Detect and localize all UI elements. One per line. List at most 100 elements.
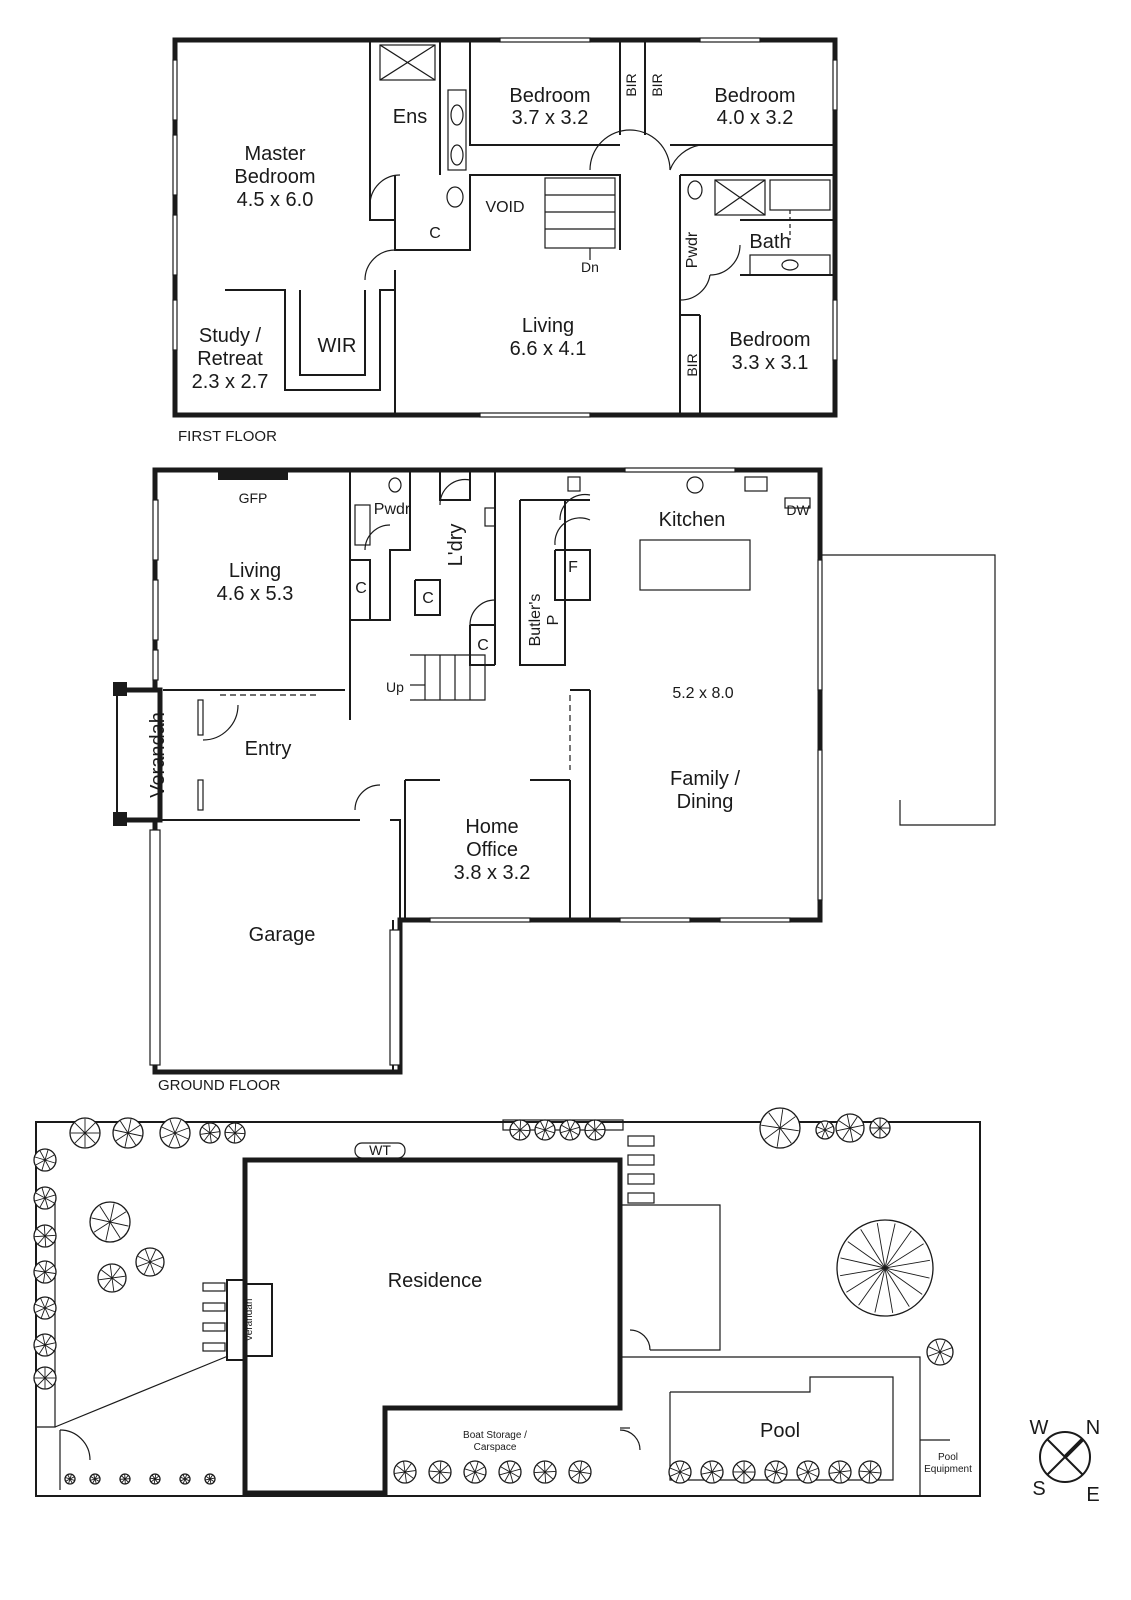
tree-icon [64, 1473, 76, 1485]
first-floor-caption: FIRST FLOOR [178, 428, 277, 445]
family-dining-label-2: Dining [677, 791, 734, 813]
study-retreat-dimensions: 2.3 x 2.7 [192, 371, 269, 393]
tree-icon [815, 1120, 835, 1140]
ground-floor-stairs [410, 654, 486, 701]
tree-icon [858, 1460, 882, 1484]
master-bedroom-label: Master [244, 143, 305, 165]
tree-icon [533, 1460, 557, 1484]
tree-icon [33, 1224, 57, 1248]
master-bedroom-label-2: Bedroom [234, 166, 315, 188]
verandah-label: Verandah [147, 712, 169, 798]
ground-living-label: Living [229, 560, 281, 582]
gas-fireplace-label: GFP [239, 490, 268, 506]
tree-icon [584, 1119, 606, 1141]
bedroom-3-dimensions: 3.3 x 3.1 [732, 352, 809, 374]
boat-storage-label: Boat Storage / [463, 1430, 527, 1441]
tree-icon [835, 1113, 865, 1143]
tree-icon [149, 1473, 161, 1485]
boat-storage-label-2: Carspace [474, 1442, 517, 1453]
tree-icon [97, 1263, 127, 1293]
compass-south: S [1032, 1478, 1045, 1500]
site-verandah-label: Verandah [244, 1299, 255, 1342]
tree-icon [428, 1460, 452, 1484]
powder-room-label: Pwdr [684, 231, 701, 268]
butlers-pantry-label: Butler's [527, 594, 544, 647]
closet-label-3: C [477, 637, 489, 654]
tree-icon [33, 1296, 57, 1320]
tree-icon [509, 1119, 531, 1141]
site-labels: WT Residence Verandah Boat Storage / Car… [244, 1142, 972, 1475]
bir-label-3: BIR [684, 353, 700, 376]
compass-north: N [1086, 1417, 1100, 1439]
bir-label-1: BIR [623, 73, 639, 96]
tree-icon [33, 1148, 57, 1172]
closet-label-1: C [355, 580, 367, 597]
tree-icon [764, 1460, 788, 1484]
bedroom-2-dimensions: 4.0 x 3.2 [717, 107, 794, 129]
tree-icon [869, 1117, 891, 1139]
bedroom-3-label: Bedroom [729, 329, 810, 351]
closet-label-2: C [422, 590, 434, 607]
bedroom-1-label: Bedroom [509, 85, 590, 107]
tree-icon [89, 1201, 131, 1243]
study-retreat-label-2: Retreat [197, 348, 263, 370]
bath-label: Bath [749, 231, 790, 253]
tree-icon [69, 1117, 101, 1149]
tree-icon [33, 1260, 57, 1284]
entry-label: Entry [245, 738, 292, 760]
ground-floor-plan: GFP Living 4.6 x 5.3 Pwdr L'dry C C C Ki… [113, 467, 996, 1094]
compass-icon [1039, 1431, 1091, 1483]
tree-icon [559, 1119, 581, 1141]
laundry-label: L'dry [445, 524, 467, 567]
compass-rose: W N S E [1030, 1417, 1101, 1506]
tree-icon [112, 1117, 144, 1149]
tree-icon [828, 1460, 852, 1484]
ground-floor-caption: GROUND FLOOR [158, 1077, 281, 1094]
ground-powder-room-label: Pwdr [374, 501, 411, 518]
tree-icon [224, 1122, 246, 1144]
ground-living-dimensions: 4.6 x 5.3 [217, 583, 294, 605]
closet-label: C [429, 225, 441, 242]
site-structures [36, 1119, 950, 1496]
stairs-down-label: Dn [581, 259, 599, 275]
tree-icon [89, 1473, 101, 1485]
first-floor-plan: Master Bedroom 4.5 x 6.0 Ens Bedroom 3.7… [172, 37, 838, 445]
pool-equipment-label: Pool [938, 1452, 958, 1463]
first-floor-outer-walls [172, 37, 838, 418]
home-office-label-2: Office [466, 839, 518, 861]
study-retreat-label: Study / [199, 325, 262, 347]
void-label: VOID [485, 199, 524, 216]
tree-icon [159, 1117, 191, 1149]
water-tank [354, 1142, 406, 1159]
bedroom-1-dimensions: 3.7 x 3.2 [512, 107, 589, 129]
butlers-pantry-label-2: P [545, 615, 562, 626]
tree-icon [204, 1473, 216, 1485]
home-office-dimensions: 3.8 x 3.2 [454, 862, 531, 884]
water-tank-label: WT [369, 1142, 391, 1158]
tree-icon [568, 1460, 592, 1484]
ground-floor-windows [152, 467, 823, 923]
site-trees [33, 1107, 954, 1485]
ground-floor-garage-door [149, 829, 401, 1066]
tree-icon [836, 1219, 934, 1317]
ensuite-label: Ens [393, 106, 427, 128]
living-label: Living [522, 315, 574, 337]
pool-equipment-label-2: Equipment [924, 1464, 972, 1475]
first-floor-interior-walls [225, 40, 835, 415]
tree-icon [393, 1460, 417, 1484]
site-residence [202, 1157, 623, 1496]
tree-icon [179, 1473, 191, 1485]
compass-west: W [1030, 1417, 1049, 1439]
master-bedroom-dimensions: 4.5 x 6.0 [237, 189, 314, 211]
tree-icon [796, 1460, 820, 1484]
garage-label: Garage [249, 924, 316, 946]
tree-icon [33, 1186, 57, 1210]
tree-icon [926, 1338, 954, 1366]
site-plan: WT Residence Verandah Boat Storage / Car… [33, 1107, 981, 1497]
residence-label: Residence [388, 1270, 483, 1292]
tree-icon [759, 1107, 801, 1149]
tree-icon [119, 1473, 131, 1485]
family-dining-label: Family / [670, 768, 740, 790]
dishwasher-label: DW [786, 502, 810, 518]
tree-icon [700, 1460, 724, 1484]
